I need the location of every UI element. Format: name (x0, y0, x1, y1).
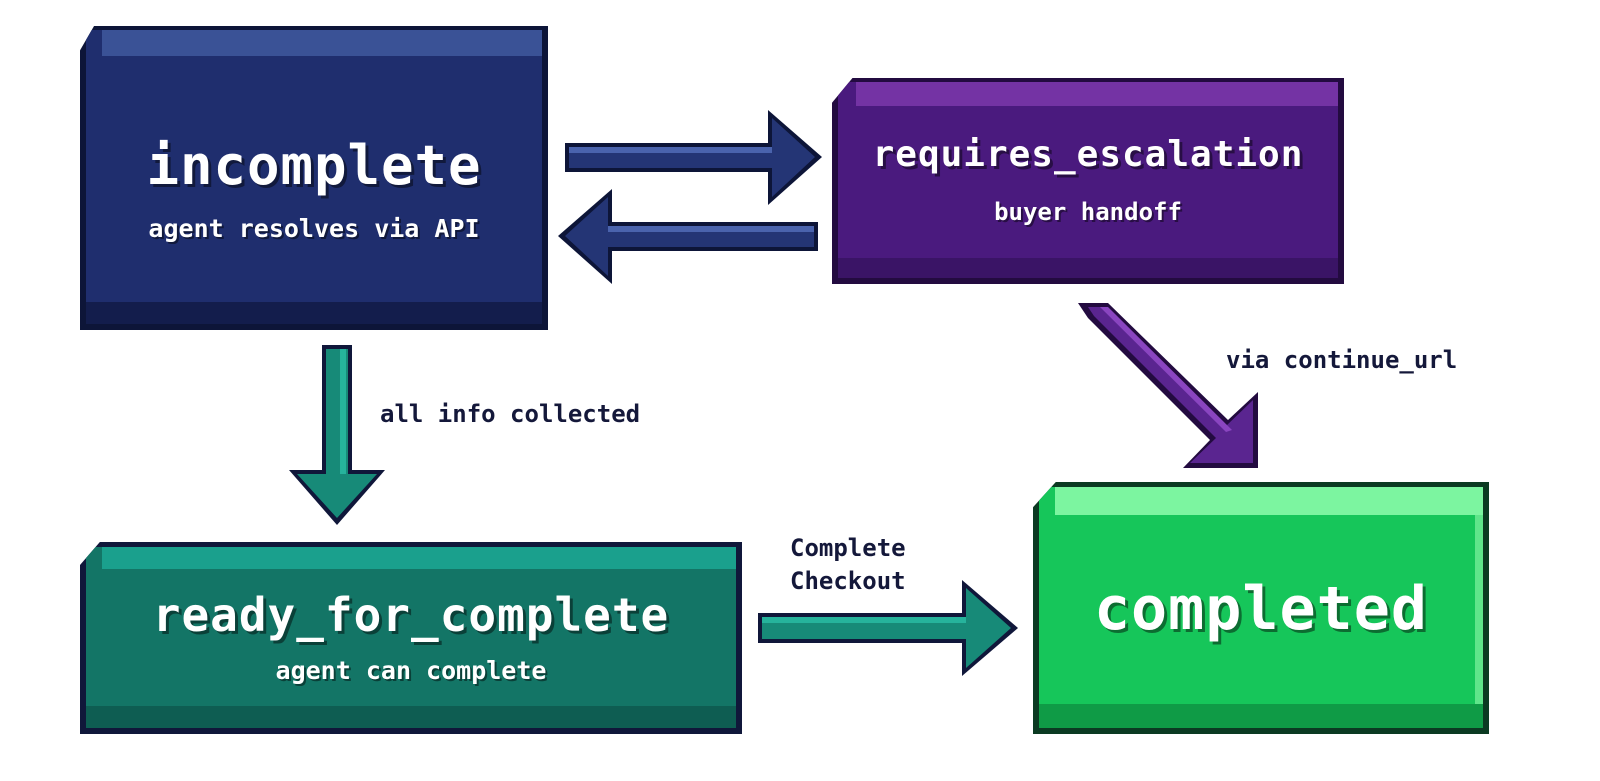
state-incomplete[interactable]: incomplete agent resolves via API (80, 26, 548, 330)
state-subtitle: agent can complete (275, 656, 547, 685)
arrow-incomplete-to-ready (289, 345, 385, 525)
state-ready-for-complete[interactable]: ready_for_complete agent can complete (80, 542, 742, 734)
state-subtitle: buyer handoff (994, 198, 1182, 226)
arrow-escalation-to-completed (1078, 303, 1258, 468)
state-title: requires_escalation (872, 134, 1304, 175)
state-subtitle: agent resolves via API (148, 214, 480, 243)
state-title: completed (1093, 574, 1429, 644)
edge-label-line: Checkout (790, 567, 906, 595)
state-completed[interactable]: completed (1033, 482, 1489, 734)
edge-label-complete-checkout: Complete Checkout (790, 532, 906, 598)
state-title: incomplete (146, 134, 482, 197)
edge-label-all-info-collected: all info collected (380, 400, 641, 428)
arrow-escalation-to-incomplete (558, 189, 818, 284)
state-requires-escalation[interactable]: requires_escalation buyer handoff (832, 78, 1344, 284)
arrow-incomplete-to-escalation (565, 110, 822, 205)
state-title: ready_for_complete (152, 588, 670, 642)
arrow-ready-to-completed (758, 580, 1018, 676)
edge-label-line: Complete (790, 534, 906, 562)
edge-label-via-continue-url: via continue_url (1226, 346, 1458, 374)
